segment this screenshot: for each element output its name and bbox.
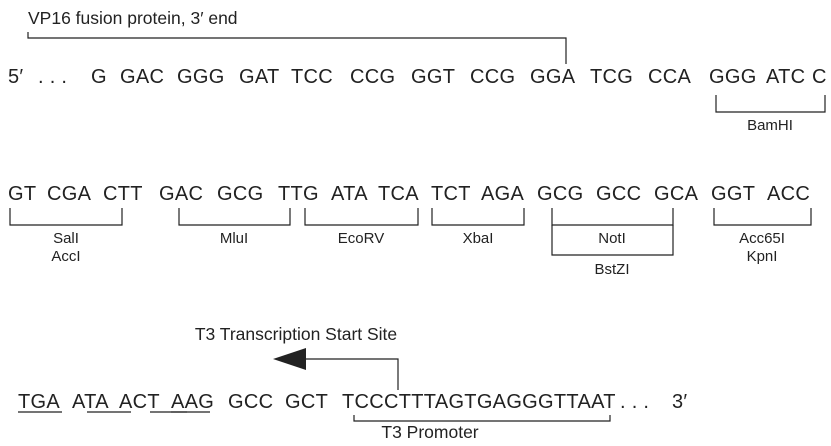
t3-start-site-label: T3 Transcription Start Site (195, 324, 397, 344)
codon: GCT (285, 391, 328, 413)
three-prime-label: 3′ (672, 391, 687, 413)
codon: CCG (350, 66, 395, 88)
codon: CCA (648, 66, 691, 88)
codon: CGA (47, 183, 92, 205)
codon: ACC (767, 183, 810, 205)
codon: ATA (72, 391, 109, 413)
sali-label: SalI (53, 230, 79, 247)
leading-dots: . . . (38, 66, 67, 88)
codon: GGG (709, 66, 757, 88)
ecorv-bracket (304, 208, 419, 226)
t3-start-arrow-line (300, 358, 399, 390)
fusion-protein-label: VP16 fusion protein, 3′ end (28, 8, 238, 28)
xbai-bracket (431, 208, 525, 226)
codon: ATA (331, 183, 368, 205)
codon: GCG (217, 183, 263, 205)
sequence-line-2: GT CGA CTT GAC GCG TTG ATA TCA TCT AGA G… (8, 183, 810, 205)
codon: GGA (530, 66, 576, 88)
kpni-label: KpnI (747, 248, 778, 265)
t3-promoter-sequence: TCCCTTTAGTGAGGGTTAAT (342, 391, 616, 413)
t3-promoter-label: T3 Promoter (381, 422, 478, 442)
acc65i-kpni-bracket (713, 208, 812, 226)
codon: GCC (228, 391, 273, 413)
codon: GGG (177, 66, 225, 88)
bamhi-label: BamHI (747, 117, 793, 134)
codon: GCA (654, 183, 699, 205)
codon: GAC (159, 183, 203, 205)
sequence-line-3: TGA ATA ACT AAG GCC GCT TCCCTTTAGTGAGGGT… (18, 391, 687, 413)
mlui-bracket (178, 208, 291, 226)
codon: C (812, 66, 827, 88)
trailing-dots: . . . (620, 391, 649, 413)
codon: CCG (470, 66, 515, 88)
bstzi-label: BstZI (594, 261, 629, 278)
codon: GT (8, 183, 36, 205)
codon: GAC (120, 66, 164, 88)
xbai-label: XbaI (463, 230, 494, 247)
codon: GGT (711, 183, 755, 205)
codon: CTT (103, 183, 143, 205)
fusion-protein-bracket (27, 32, 567, 64)
codon: TCG (590, 66, 633, 88)
codon: AGA (481, 183, 524, 205)
bstzi-bracket (551, 225, 674, 256)
codon: TCC (291, 66, 333, 88)
t3-promoter-bracket (353, 415, 611, 422)
codon: GCC (596, 183, 641, 205)
mlui-label: MluI (220, 230, 248, 247)
five-prime-label: 5′ (8, 66, 23, 88)
bamhi-bracket (715, 95, 826, 113)
sali-bracket (9, 208, 123, 226)
codon: GGT (411, 66, 455, 88)
codon: AAG (171, 391, 214, 413)
codon: TGA (18, 391, 60, 413)
codon: ATC (766, 66, 805, 88)
acc65i-label: Acc65I (739, 230, 785, 247)
codon: GCG (537, 183, 583, 205)
left-arrow-icon (273, 348, 306, 370)
codon: TCA (378, 183, 419, 205)
codon: TTG (278, 183, 319, 205)
ecorv-label: EcoRV (338, 230, 384, 247)
codon: TCT (431, 183, 471, 205)
codon: G (91, 66, 107, 88)
codon: ACT (119, 391, 160, 413)
acci-label: AccI (51, 248, 80, 265)
noti-label: NotI (598, 230, 626, 247)
codon: GAT (239, 66, 280, 88)
noti-bracket (551, 208, 674, 226)
sequence-line-1: 5′ . . . G GAC GGG GAT TCC CCG GGT CCG G… (8, 66, 827, 88)
